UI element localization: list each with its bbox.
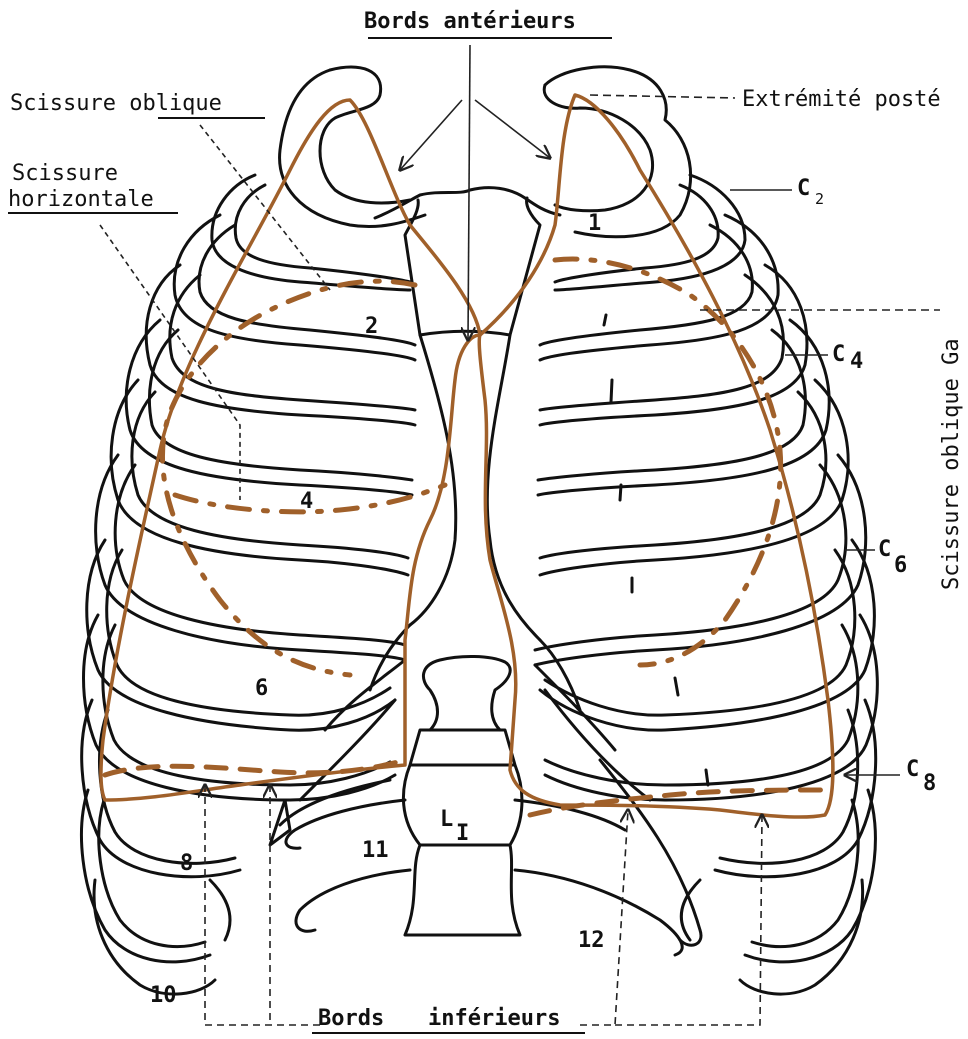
label-inferieurs: inférieurs	[428, 1006, 560, 1031]
sternum	[410, 335, 540, 640]
label-bords-anterieurs: Bords antérieurs	[364, 9, 576, 34]
callout-l1-sub: I	[456, 821, 469, 846]
label-scissure-oblique-gauche: Scissure oblique Ga	[939, 338, 964, 590]
rib-number-2: 2	[365, 314, 378, 339]
label-scissure-horizontale-2: horizontale	[8, 187, 154, 212]
rib-number-12: 12	[578, 928, 605, 953]
callout-c4: C	[832, 342, 845, 367]
rib-number-11: 11	[362, 838, 389, 863]
callout-c2: C	[797, 176, 810, 201]
callout-c6-sub: 6	[894, 553, 907, 578]
callout-l1: L	[440, 807, 453, 832]
label-bords: Bords	[318, 1006, 384, 1031]
xiphoid	[423, 656, 510, 730]
rib-number-10: 10	[150, 983, 177, 1008]
callout-c6: C	[878, 537, 891, 562]
rib-number-6: 6	[255, 676, 268, 701]
label-extremite: Extrémité posté	[742, 87, 941, 112]
rib-number-4: 4	[300, 489, 313, 514]
callout-c8: C	[906, 757, 919, 782]
callout-c4-sub: 4	[850, 349, 863, 374]
rib-mark-1: 1	[588, 211, 601, 236]
callout-c2-sub: 2	[815, 190, 824, 208]
label-scissure-horizontale-1: Scissure	[12, 161, 118, 186]
rib-number-8: 8	[180, 851, 193, 876]
rib-1-left	[545, 67, 691, 237]
callout-c8-sub: 8	[923, 771, 936, 796]
rib-cage	[82, 67, 878, 994]
left-oblique-fissure	[555, 259, 781, 665]
right-inferior-border	[105, 760, 405, 775]
guide-lines	[100, 45, 940, 1025]
label-scissure-oblique: Scissure oblique	[10, 91, 222, 116]
